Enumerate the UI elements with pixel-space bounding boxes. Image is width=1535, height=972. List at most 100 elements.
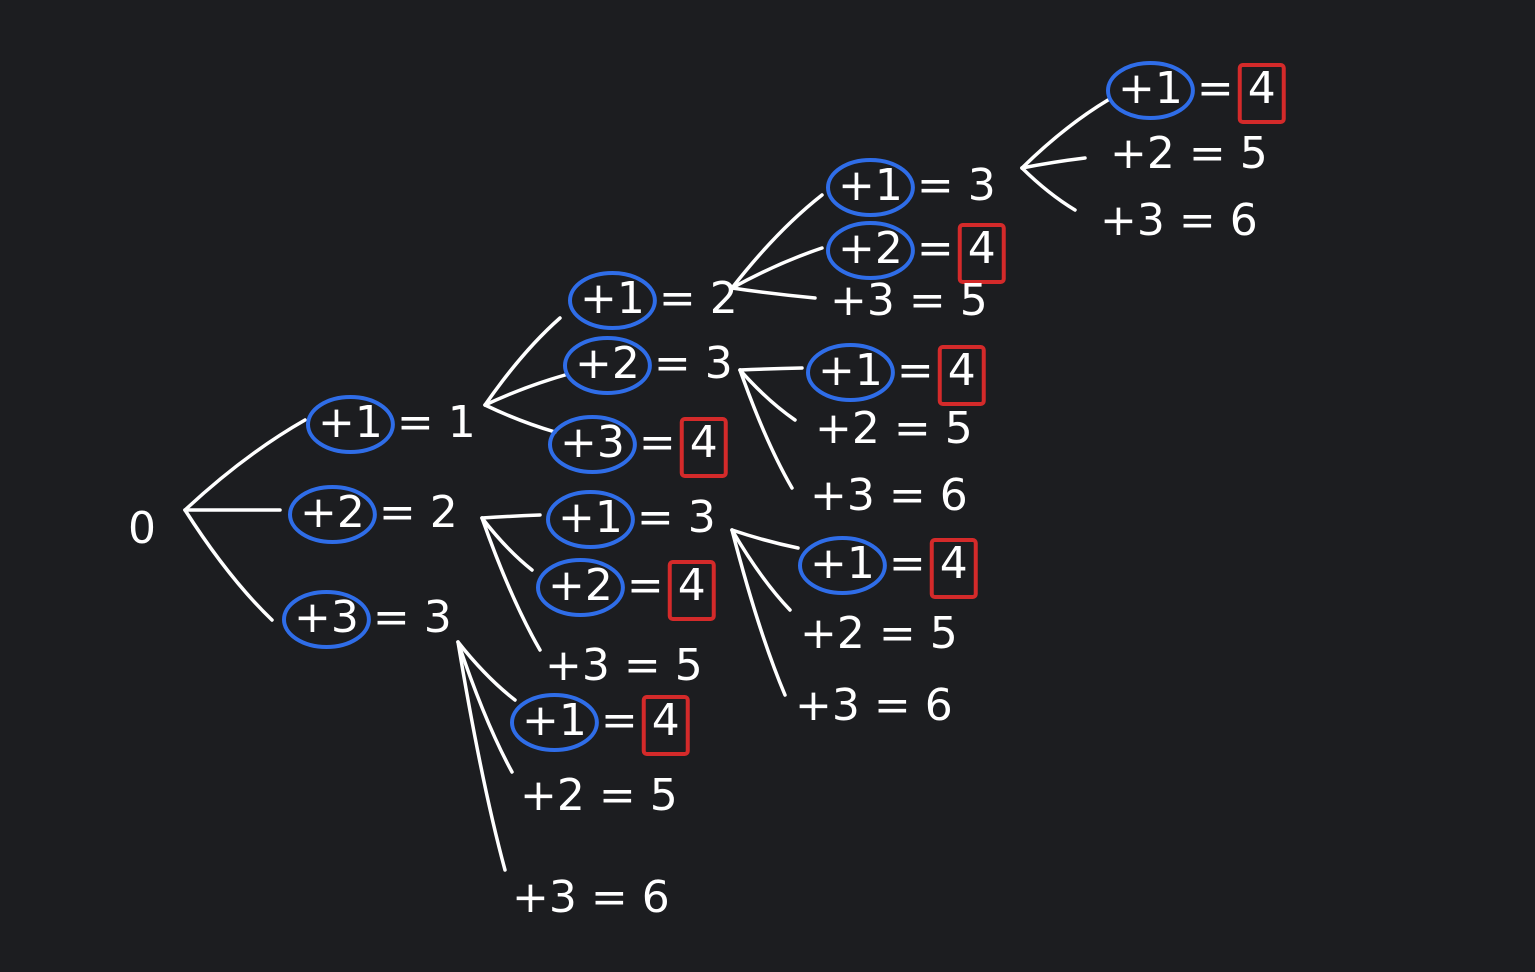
node-equals: = (637, 492, 674, 543)
tree-node: +1 = 3 (546, 490, 716, 549)
node-value: 1 (448, 397, 476, 448)
svg-text:+2=4: +2=4 (838, 223, 996, 274)
node-value: 4 (652, 695, 680, 746)
svg-text:+1=3: +1=3 (838, 160, 996, 211)
box-highlight (679, 417, 728, 478)
tree-edge (730, 246, 824, 290)
tree-node: +2=3 (563, 336, 733, 395)
node-equals: = (897, 345, 934, 396)
node-step: +1 (558, 492, 623, 543)
tree-node: +2=4 (536, 558, 716, 621)
node-step: +3 (830, 275, 895, 326)
node-step: +1 (818, 345, 883, 396)
svg-text:+1=2: +1=2 (580, 273, 738, 324)
tree-edge (483, 316, 562, 407)
node-value: 3 (424, 592, 452, 643)
node-value: 5 (1240, 128, 1268, 179)
node-step: +3 (545, 640, 610, 691)
node-value: 6 (1230, 195, 1258, 246)
node-value: 4 (678, 560, 706, 611)
node-value: 3 (688, 492, 716, 543)
node-equals: = (917, 160, 954, 211)
node-equals: = (1197, 63, 1234, 114)
circle-highlight (288, 485, 377, 544)
circle-highlight (510, 693, 599, 752)
tree-node: +2=5 (1110, 128, 1268, 179)
tree-node: +3=6 (512, 872, 670, 923)
tree-edge (480, 516, 542, 652)
node-step: +1 (1118, 63, 1183, 114)
svg-text:+2=3: +2=3 (575, 338, 733, 389)
node-step: +2 (548, 560, 613, 611)
node-equals: = (1189, 128, 1226, 179)
circle-highlight (798, 536, 887, 595)
node-value: 6 (925, 680, 953, 731)
node-step: +3 (560, 417, 625, 468)
box-highlight (1237, 63, 1286, 124)
tree-edge (730, 193, 824, 290)
tree-edge (480, 513, 542, 520)
node-step: +2 (300, 487, 365, 538)
box-highlight (929, 538, 978, 599)
svg-text:+3=6: +3 = 6 (1100, 195, 1258, 246)
node-equals: = (1179, 195, 1216, 246)
tree-node: +2 = 2 (288, 485, 458, 544)
node-step: +1 (838, 160, 903, 211)
svg-text:+2=5: +2=5 (815, 403, 973, 454)
svg-text:+1=3: +1 = 3 (558, 492, 716, 543)
node-equals: = (654, 338, 691, 389)
node-value: 3 (705, 338, 733, 389)
circle-highlight (568, 271, 657, 330)
node-equals: = (894, 403, 931, 454)
svg-text:+2=2: +2 = 2 (300, 487, 458, 538)
tree-edge (456, 640, 514, 774)
node-equals: = (624, 640, 661, 691)
node-value: 4 (1248, 63, 1276, 114)
node-step: +1 (522, 695, 587, 746)
tree-edge (183, 418, 307, 512)
svg-text:+1=4: +1=4 (522, 695, 680, 746)
node-equals: = (379, 487, 416, 538)
box-highlight (667, 560, 716, 621)
node-step: +3 (294, 592, 359, 643)
node-equals: = (917, 223, 954, 274)
svg-text:+3=5: +3=5 (545, 640, 703, 691)
tree-edge (730, 528, 792, 612)
node-equals: = (909, 275, 946, 326)
circle-highlight (306, 395, 395, 454)
node-value: 2 (710, 273, 738, 324)
node-value: 5 (945, 403, 973, 454)
tree-node: +1 = 4 (1106, 61, 1286, 124)
circle-highlight (548, 415, 637, 474)
tree-edge (483, 373, 567, 407)
tree-node: +1=4 (798, 536, 978, 599)
svg-text:+2=5: +2=5 (520, 770, 678, 821)
node-step: +1 (318, 397, 383, 448)
node-value: 5 (930, 608, 958, 659)
svg-text:+2=4: +2=4 (548, 560, 706, 611)
svg-text:+3=3: +3=3 (294, 592, 452, 643)
tree-node: +1=4 (510, 693, 690, 756)
node-equals: = (591, 872, 628, 923)
node-value: 4 (690, 417, 718, 468)
tree-edge (730, 528, 787, 697)
tree-node: +1=2 (568, 271, 738, 330)
tree-edge (480, 516, 534, 572)
svg-text:+1=4: +1=4 (810, 538, 968, 589)
node-step: +3 (1100, 195, 1165, 246)
node-step: +2 (800, 608, 865, 659)
node-value: 2 (430, 487, 458, 538)
circle-highlight (546, 490, 635, 549)
node-value: 4 (948, 345, 976, 396)
tree-edge (183, 508, 274, 622)
node-step: +2 (838, 223, 903, 274)
tree-edge (1020, 166, 1077, 212)
svg-text:+3=4: +3=4 (560, 417, 718, 468)
tree-node: +2=4 (826, 221, 1006, 284)
node-step: +3 (512, 872, 577, 923)
svg-text:+3=6: +3=6 (795, 680, 953, 731)
circle-highlight (826, 158, 915, 217)
svg-text:+2=5: +2=5 (800, 608, 958, 659)
tree-edge (738, 368, 797, 422)
